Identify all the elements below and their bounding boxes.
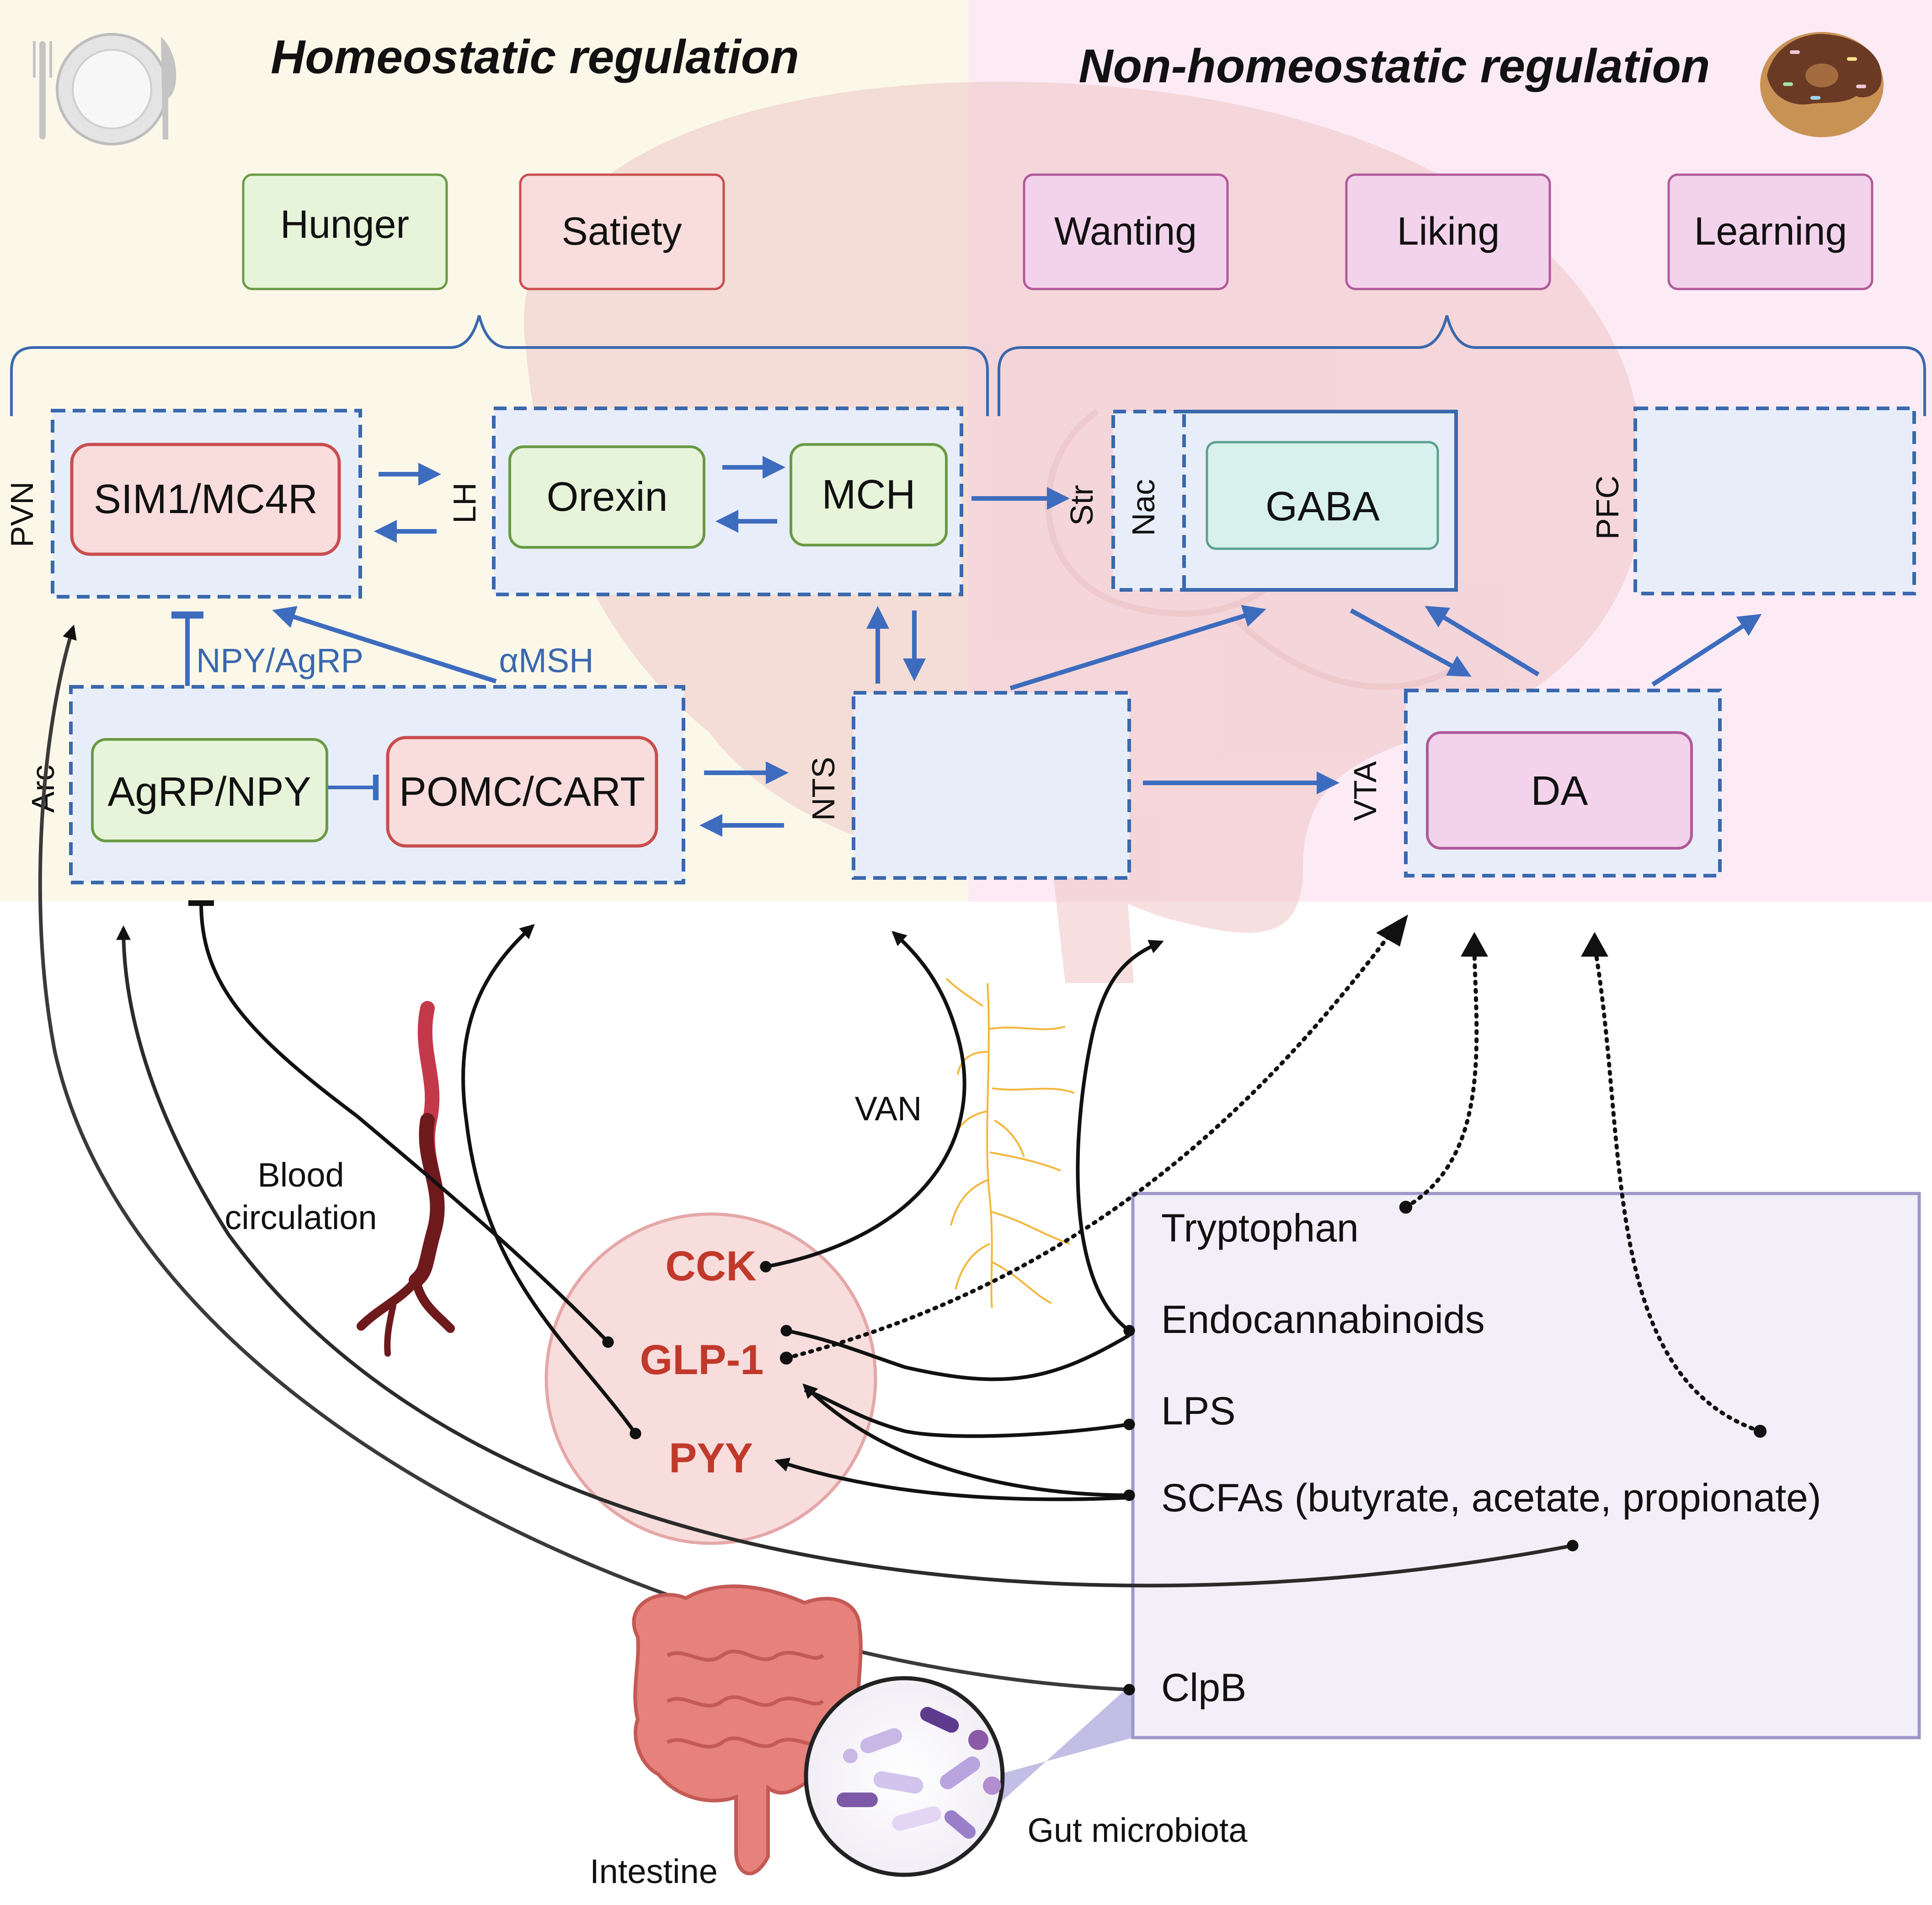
svg-text:AgRP/NPY: AgRP/NPY xyxy=(107,769,311,815)
path-endocannabinoids-to-str xyxy=(1076,940,1164,1337)
arrow-vta-to-nac xyxy=(1425,605,1540,677)
organ-microbiota: Gut microbiota xyxy=(1027,1811,1248,1849)
region-vta: VTA xyxy=(1347,761,1383,821)
path-pyy-to-pomc xyxy=(461,924,641,1439)
svg-text:Wanting: Wanting xyxy=(1054,209,1197,253)
region-nts: NTS xyxy=(806,757,841,821)
homeostatic-brace xyxy=(10,315,989,416)
metabolite-scfas: SCFAs (butyrate, acetate, propionate) xyxy=(1161,1476,1821,1520)
gut-microbiota-icon xyxy=(804,1676,1005,1877)
region-nac: Nac xyxy=(1126,479,1161,536)
path-scfas-to-pyy xyxy=(774,1457,1130,1501)
microbiota-callout xyxy=(999,1683,1133,1804)
neuron-orexin: Orexin xyxy=(508,445,705,549)
path-endocannabinoids-to-glp1 xyxy=(780,1325,1131,1381)
enteroendocrine-hormones: CCK GLP-1 PYY xyxy=(544,1212,877,1545)
svg-text:MCH: MCH xyxy=(822,472,916,518)
svg-text:POMC/CART: POMC/CART xyxy=(399,769,645,815)
path-scfas-to-glp1 xyxy=(802,1383,1135,1501)
svg-text:Orexin: Orexin xyxy=(546,474,667,520)
nts-nucleus xyxy=(852,691,1131,880)
non-homeostatic-brace xyxy=(998,315,1926,416)
metabolite-tryptophan: Tryptophan xyxy=(1161,1206,1359,1250)
vagal-nerve-icon xyxy=(945,978,1075,1308)
behavior-hunger: Hunger xyxy=(242,173,448,290)
neuron-pomc-cart: POMC/CART xyxy=(386,736,658,848)
metabolite-endocannabinoids: Endocannabinoids xyxy=(1161,1298,1485,1342)
behavior-learning: Learning xyxy=(1667,173,1873,290)
hormone-glp1: GLP-1 xyxy=(640,1337,764,1383)
behavior-satiety: Satiety xyxy=(519,173,725,290)
pfc-nucleus xyxy=(1633,407,1916,595)
svg-text:Satiety: Satiety xyxy=(562,209,682,253)
behavior-liking: Liking xyxy=(1345,173,1551,290)
pathway-blood-line1: Blood xyxy=(257,1156,344,1194)
svg-text:SIM1/MC4R: SIM1/MC4R xyxy=(94,476,318,522)
blood-vessel-icon xyxy=(357,1001,455,1357)
donut-icon xyxy=(1760,32,1884,137)
plate-cutlery-icon xyxy=(33,33,176,145)
path-microbiota-to-da xyxy=(1593,949,1767,1438)
region-str: Str xyxy=(1064,485,1099,525)
path-cck-to-nts xyxy=(760,931,966,1273)
svg-text:Learning: Learning xyxy=(1694,209,1847,253)
metabolite-lps: LPS xyxy=(1161,1389,1236,1433)
neuron-agrp-npy: AgRP/NPY xyxy=(91,738,328,842)
nac-nucleus xyxy=(1182,410,1458,592)
arrow-nac-to-vta xyxy=(1350,608,1472,677)
region-pvn: PVN xyxy=(4,482,40,547)
path-glp1-to-vta xyxy=(779,926,1397,1365)
organ-intestine: Intestine xyxy=(590,1852,718,1890)
svg-text:GABA: GABA xyxy=(1265,484,1380,530)
metabolite-clpb: ClpB xyxy=(1161,1666,1246,1710)
behavior-wanting: Wanting xyxy=(1023,173,1229,290)
signal-npy-agrp: NPY/AgRP xyxy=(196,642,363,680)
neuron-gaba: GABA xyxy=(1206,441,1439,550)
svg-text:Liking: Liking xyxy=(1397,209,1500,253)
neuron-sim1-mc4r: SIM1/MC4R xyxy=(70,443,341,556)
homeostatic-title: Homeostatic regulation xyxy=(271,31,799,84)
path-tryptophan-to-vta xyxy=(1399,949,1479,1214)
microbiota-box xyxy=(1131,1192,1921,1739)
signal-amsh: αMSH xyxy=(499,642,593,680)
dotted-arrowheads xyxy=(1376,915,1608,957)
pathway-blood-line2: circulation xyxy=(224,1199,377,1236)
pathway-van: VAN xyxy=(855,1090,922,1128)
region-lh: LH xyxy=(447,482,482,523)
dotted-paths xyxy=(779,926,1767,1438)
hormone-pyy: PYY xyxy=(669,1435,753,1482)
path-scfas-to-arc xyxy=(116,925,1579,1588)
signaling-paths xyxy=(38,624,1579,1696)
svg-text:DA: DA xyxy=(1531,768,1588,814)
non-homeostatic-title: Non-homeostatic regulation xyxy=(1079,40,1710,93)
region-pfc: PFC xyxy=(1590,476,1625,540)
svg-text:Hunger: Hunger xyxy=(280,203,409,246)
neuron-da: DA xyxy=(1426,731,1693,850)
neuron-mch: MCH xyxy=(790,443,948,546)
arrow-vta-to-pfc xyxy=(1651,614,1762,687)
hormone-cck: CCK xyxy=(665,1243,756,1290)
